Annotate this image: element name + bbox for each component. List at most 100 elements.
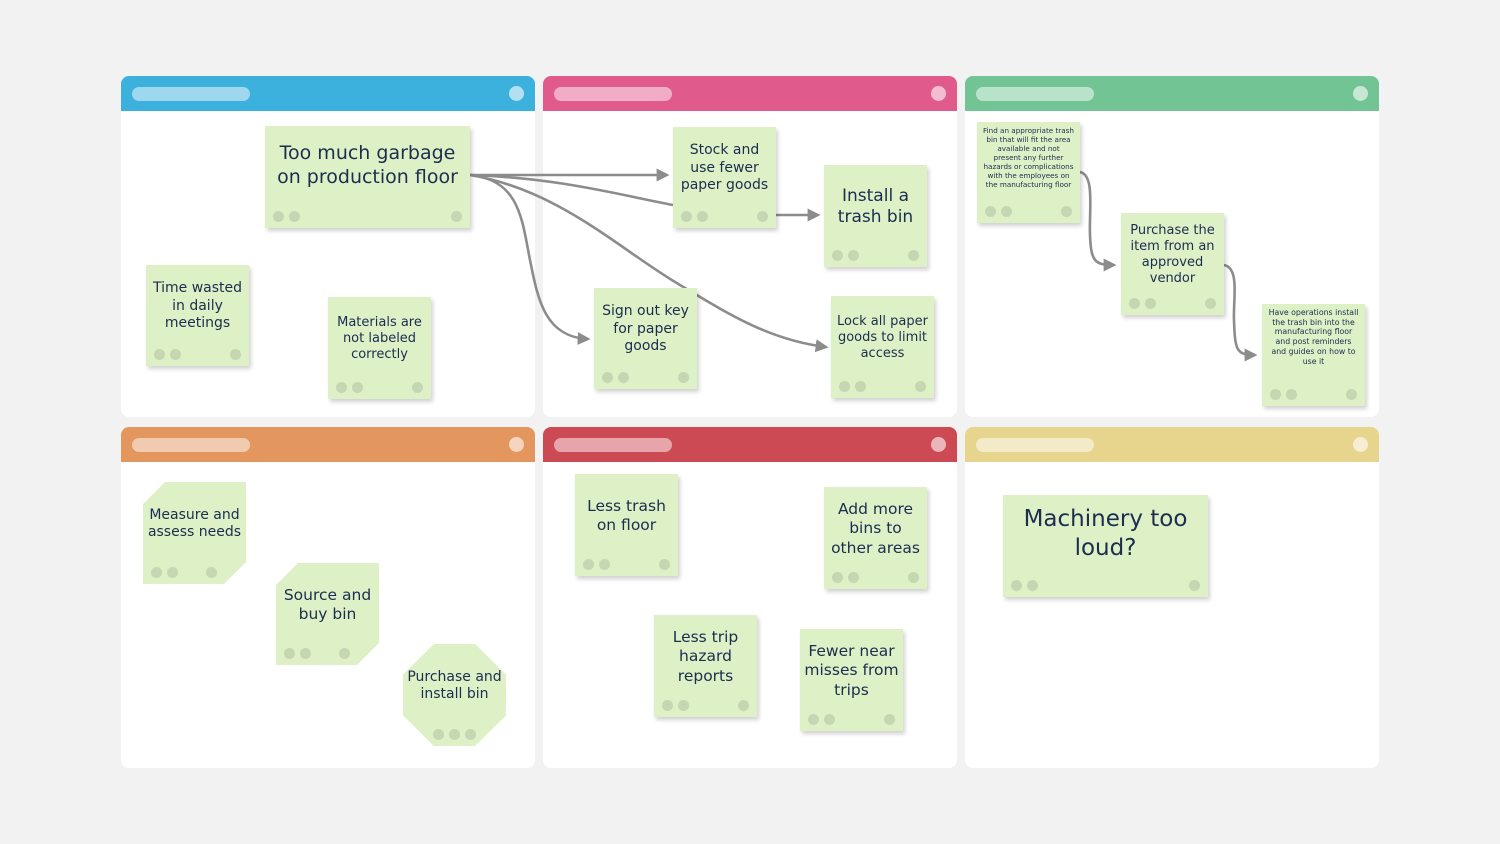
note-dots [583,559,670,570]
sticky-note-purchase-install[interactable]: Purchase and install bin [403,644,506,746]
dot-icon [1129,298,1140,309]
dot-icon [339,648,350,659]
sticky-note-time-wasted[interactable]: Time wasted in daily meetings [146,265,249,366]
panel-menu-dot[interactable] [1353,86,1368,101]
dot-icon [832,250,843,261]
panel-title-placeholder[interactable] [976,438,1094,452]
dot-icon [451,211,462,222]
sticky-note-source[interactable]: Source and buy bin [276,563,379,665]
sticky-note-materials[interactable]: Materials are not labeled correctly [328,297,431,399]
dot-icon [848,572,859,583]
sticky-note-less-trip[interactable]: Less trip hazard reports [654,615,757,717]
dot-icon [697,211,708,222]
dot-icon [336,382,347,393]
dot-icon [599,559,610,570]
note-dots [1129,298,1216,309]
dot-icon [352,382,363,393]
panel-title-placeholder[interactable] [132,87,250,101]
dot-icon [300,648,311,659]
dot-icon [1001,206,1012,217]
dot-icon [884,714,895,725]
note-text: Materials are not labeled correctly [337,314,422,363]
note-text: Less trip hazard reports [672,627,739,685]
panel-title-placeholder[interactable] [554,438,672,452]
sticky-note-install-bin[interactable]: Install a trash bin [824,165,927,267]
dot-icon [662,700,673,711]
sticky-note-machinery[interactable]: Machinery too loud? [1003,495,1208,597]
note-text: Time wasted in daily meetings [152,280,243,332]
dot-icon [154,349,165,360]
note-dots [411,729,498,740]
dot-icon [808,714,819,725]
panel-header [965,76,1379,111]
note-dots [336,382,423,393]
dot-icon [915,381,926,392]
panel-menu-dot[interactable] [509,86,524,101]
sticky-note-lock[interactable]: Lock all paper goods to limit access [831,296,934,398]
note-dots [273,211,462,222]
dot-icon [412,382,423,393]
dot-icon [206,567,217,578]
sticky-note-sign-out[interactable]: Sign out key for paper goods [594,288,697,389]
note-text: Lock all paper goods to limit access [837,313,928,362]
dot-icon [824,714,835,725]
panel-menu-dot[interactable] [931,86,946,101]
dot-icon [167,567,178,578]
dot-icon [908,572,919,583]
dot-icon [832,572,843,583]
note-text: Too much garbage on production floor [277,142,458,188]
panel-title-placeholder[interactable] [976,87,1094,101]
dot-icon [170,349,181,360]
dot-icon [289,211,300,222]
dot-icon [1346,389,1357,400]
sticky-note-fewer-misses[interactable]: Fewer near misses from trips [800,629,903,731]
dot-icon [678,372,689,383]
note-text: Measure and assess needs [147,506,242,540]
panel-header [965,427,1379,462]
sticky-note-measure[interactable]: Measure and assess needs [143,482,246,584]
note-dots [284,648,371,659]
panel-title-placeholder[interactable] [132,438,250,452]
dot-icon [678,700,689,711]
dot-icon [618,372,629,383]
dot-icon [985,206,996,217]
dot-icon [839,381,850,392]
sticky-note-add-bins[interactable]: Add more bins to other areas [824,487,927,589]
dot-icon [284,648,295,659]
note-dots [1011,580,1200,591]
note-dots [832,572,919,583]
dot-icon [1189,580,1200,591]
dot-icon [1286,389,1297,400]
dot-icon [465,729,476,740]
dot-icon [1270,389,1281,400]
dot-icon [230,349,241,360]
dot-icon [151,567,162,578]
panel-menu-dot[interactable] [509,437,524,452]
dot-icon [681,211,692,222]
note-text: Sign out key for paper goods [602,303,689,355]
sticky-note-less-trash[interactable]: Less trash on floor [575,474,678,576]
note-dots [154,349,241,360]
dot-icon [757,211,768,222]
sticky-note-stock[interactable]: Stock and use fewer paper goods [673,127,776,228]
note-dots [985,206,1072,217]
sticky-note-garbage[interactable]: Too much garbage on production floor [265,126,470,228]
note-text: Stock and use fewer paper goods [680,142,769,194]
panel-title-placeholder[interactable] [554,87,672,101]
note-dots [1270,389,1357,400]
dot-icon [1145,298,1156,309]
note-dots [681,211,768,222]
note-text: Have operations install the trash bin in… [1268,308,1359,366]
panel-menu-dot[interactable] [1353,437,1368,452]
sticky-note-purchase-item[interactable]: Purchase the item from an approved vendo… [1121,213,1224,315]
dot-icon [1011,580,1022,591]
dot-icon [1205,298,1216,309]
dot-icon [602,372,613,383]
sticky-note-find-bin[interactable]: Find an appropriate trash bin that will … [977,122,1080,223]
sticky-note-have-ops[interactable]: Have operations install the trash bin in… [1262,304,1365,406]
dot-icon [659,559,670,570]
dot-icon [855,381,866,392]
dot-icon [908,250,919,261]
panel-menu-dot[interactable] [931,437,946,452]
dot-icon [738,700,749,711]
